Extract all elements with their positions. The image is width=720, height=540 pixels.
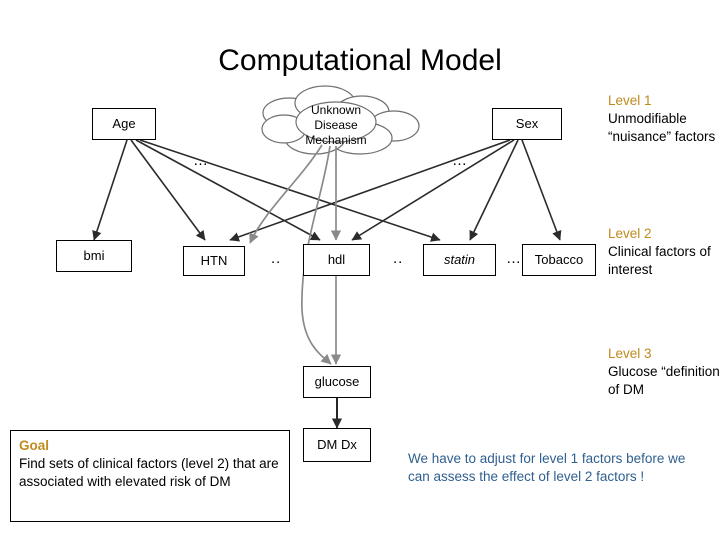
node-bmi[interactable]: bmi	[56, 240, 132, 272]
node-htn[interactable]: HTN	[183, 246, 245, 276]
level-1-body: Unmodifiable “nuisance” factors	[608, 111, 716, 145]
node-age[interactable]: Age	[92, 108, 156, 140]
goal-body: Find sets of clinical factors (level 2) …	[19, 455, 279, 489]
level-3-block: Level 3 Glucose “definition” of DM	[608, 345, 720, 400]
cloud-line-2: Disease	[314, 118, 358, 132]
node-statin[interactable]: statin	[423, 244, 496, 276]
ellipsis-level2-middle: ..	[393, 250, 404, 267]
node-hdl[interactable]: hdl	[303, 244, 370, 276]
level-3-body: Glucose “definition” of DM	[608, 364, 720, 398]
adjustment-note: We have to adjust for level 1 factors be…	[408, 451, 686, 485]
level-2-block: Level 2 Clinical factors of interest	[608, 225, 720, 280]
level-2-title: Level 2	[608, 226, 652, 241]
ellipsis-level2-right: …	[506, 250, 522, 267]
cloud-line-3: Mechanism	[305, 133, 367, 147]
page-title: Computational Model	[218, 44, 502, 77]
level-1-title: Level 1	[608, 93, 652, 108]
ellipsis-level2-left: ..	[271, 250, 282, 267]
ellipsis-level1-left: …	[193, 152, 209, 169]
goal-box: Goal Find sets of clinical factors (leve…	[10, 430, 290, 522]
cloud-line-1: Unknown	[310, 103, 362, 117]
node-dm-dx[interactable]: DM Dx	[303, 428, 371, 462]
level-1-block: Level 1 Unmodifiable “nuisance” factors	[608, 92, 720, 147]
unknown-disease-mechanism-label: Unknown Disease Mechanism	[282, 98, 390, 154]
level-2-body: Clinical factors of interest	[608, 244, 711, 278]
ellipsis-level1-right: …	[452, 152, 468, 169]
node-glucose[interactable]: glucose	[303, 366, 371, 398]
node-sex[interactable]: Sex	[492, 108, 562, 140]
level-3-title: Level 3	[608, 346, 652, 361]
edges-from-sex	[229, 139, 562, 242]
node-tobacco[interactable]: Tobacco	[522, 244, 596, 276]
edges-from-unknown-mechanism	[249, 144, 342, 365]
goal-title: Goal	[19, 438, 50, 453]
edges-from-age	[92, 139, 441, 242]
